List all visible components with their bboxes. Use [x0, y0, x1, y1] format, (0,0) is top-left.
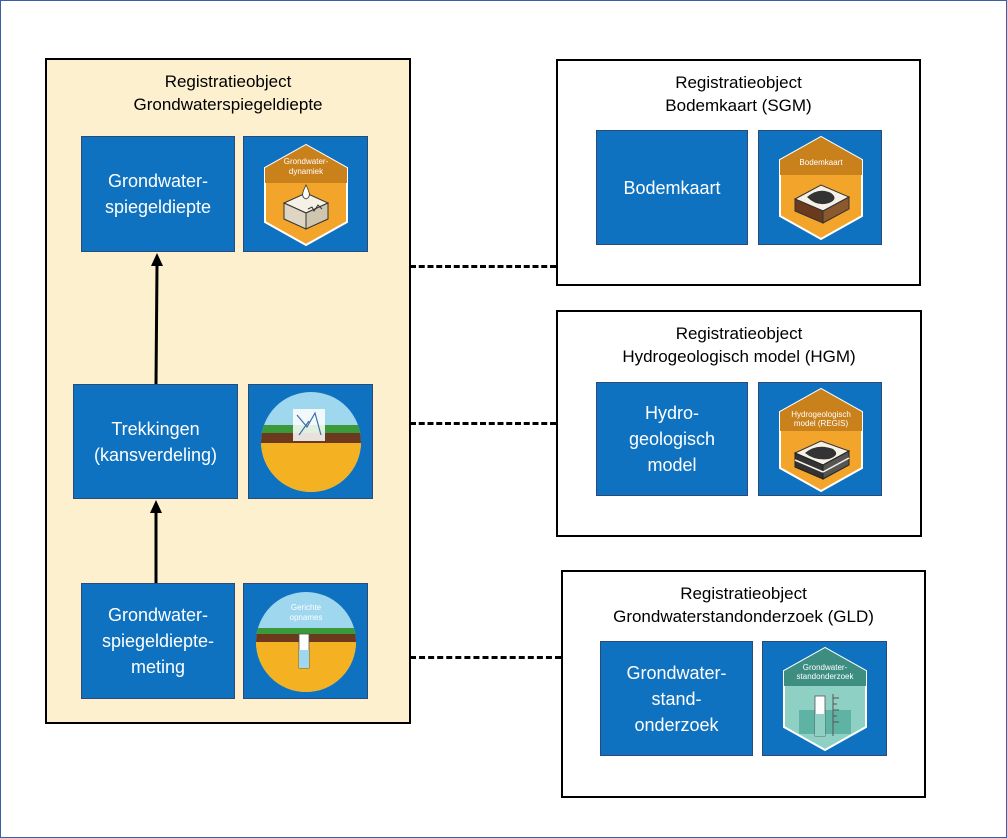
grondwaterstandonderzoek-icon: Grondwater- standonderzoek — [762, 641, 887, 756]
registratieobject-grondwaterstandonderzoek: Registratieobject Grondwaterstandonderzo… — [561, 570, 926, 798]
svg-text:standonderzoek: standonderzoek — [797, 672, 855, 681]
svg-text:Hydrogeologisch: Hydrogeologisch — [791, 410, 851, 419]
registratieobject-bodemkaart: Registratieobject Bodemkaart (SGM) — [556, 59, 921, 286]
svg-text:model (REGIS): model (REGIS) — [794, 419, 849, 428]
arrow-trekkingen-to-spiegeldiepte — [154, 265, 159, 385]
box-grondwaterspiegeldiepte: Grondwater- spiegeldiepte — [81, 136, 235, 252]
arrowhead-spiegeldiepte — [151, 253, 163, 266]
svg-text:Gerichte: Gerichte — [291, 603, 322, 612]
box-grondwaterspiegeldieptemeting: Grondwater- spiegeldiepte- meting — [81, 583, 235, 699]
group-title-sgm: Registratieobject Bodemkaart (SGM) — [665, 73, 812, 115]
box-grondwaterstandonderzoek: Grondwater- stand- onderzoek — [600, 641, 753, 756]
group-title-gsd: Registratieobject Grondwaterspiegeldiept… — [133, 72, 323, 114]
hydrogeologisch-model-icon: Hydrogeologisch model (REGIS) — [758, 382, 882, 496]
svg-text:Grondwater-: Grondwater- — [284, 157, 329, 166]
group-title-gld: Registratieobject Grondwaterstandonderzo… — [613, 584, 874, 626]
grondwater-dynamiek-icon: Grondwater- dynamiek — [243, 136, 368, 252]
dashed-link-gld — [410, 656, 561, 659]
box-trekkingen: Trekkingen (kansverdeling) — [73, 384, 238, 499]
box-bodemkaart: Bodemkaart — [596, 130, 748, 245]
box-hydrogeologisch-model: Hydro- geologisch model — [596, 382, 748, 496]
group-title-hgm: Registratieobject Hydrogeologisch model … — [622, 324, 856, 366]
dashed-link-sgm — [410, 265, 556, 268]
svg-text:opnames: opnames — [290, 613, 323, 622]
svg-text:dynamiek: dynamiek — [289, 167, 324, 176]
svg-text:Grondwater-: Grondwater- — [803, 663, 848, 672]
registratieobject-hydrogeologisch-model: Registratieobject Hydrogeologisch model … — [556, 310, 922, 537]
soil-profile-icon — [248, 384, 373, 499]
gerichte-opnames-icon: Gerichte opnames — [243, 583, 368, 699]
svg-text:Bodemkaart: Bodemkaart — [799, 158, 843, 167]
dashed-link-hgm — [410, 422, 556, 425]
arrowhead-trekkingen — [150, 500, 162, 513]
bodemkaart-icon: Bodemkaart — [758, 130, 882, 245]
